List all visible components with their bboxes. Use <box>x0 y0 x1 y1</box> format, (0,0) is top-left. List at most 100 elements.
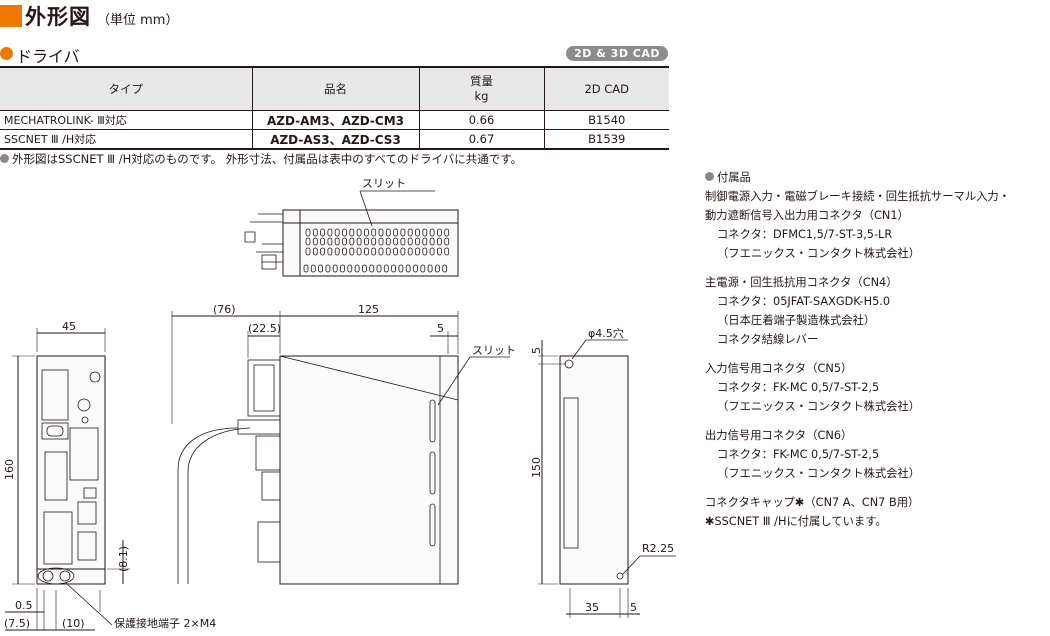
slit <box>422 228 428 237</box>
slit <box>334 237 340 246</box>
slit <box>312 228 318 237</box>
cell-model: AZD-AM3、AZD-CM3 <box>251 110 419 130</box>
side-view: (76) 125 (22.5) 5 スリット <box>171 303 516 585</box>
slit <box>327 247 333 256</box>
slit <box>356 237 362 246</box>
r-label: R2.25 <box>642 542 674 555</box>
acc-line: 入力信号用コネクタ（CN5） <box>705 362 853 375</box>
page-title: 外形図 <box>25 5 91 29</box>
section-label: ドライバ <box>16 47 80 66</box>
slit <box>371 247 377 256</box>
slit <box>415 228 420 237</box>
slit <box>320 228 326 237</box>
header-cad: 2D CAD <box>543 66 669 111</box>
accessories-bullet-icon <box>705 172 714 181</box>
slit-side-label: スリット <box>472 344 516 357</box>
slit <box>444 237 450 246</box>
slit <box>407 237 413 246</box>
cell-model: AZD-AS3、AZD-CS3 <box>251 129 419 150</box>
slit <box>325 264 331 273</box>
slit <box>385 247 391 256</box>
slit <box>327 228 333 237</box>
cell-type: SSCNET Ⅲ /H対応 <box>0 129 252 150</box>
slit <box>427 264 433 273</box>
slit <box>376 264 382 273</box>
slit <box>310 264 316 273</box>
acc-line: 動力遮断信号入出力用コネクタ（CN1） <box>705 209 909 222</box>
slit <box>393 247 399 256</box>
slit <box>444 228 450 237</box>
side-vent <box>429 503 436 547</box>
slit <box>305 237 311 246</box>
acc-line: 制御電源入力・電磁ブレーキ接続・回生抵抗サーマル入力・ <box>705 190 1011 203</box>
section-header: ドライバ 2D & 3D CAD <box>0 43 668 66</box>
slit <box>422 237 428 246</box>
unit-label: （単位 mm） <box>97 12 179 28</box>
title-marker-square <box>0 5 22 27</box>
cad-badge[interactable]: 2D & 3D CAD <box>566 46 668 61</box>
slit <box>349 228 355 237</box>
slit <box>349 237 355 246</box>
slit <box>318 264 324 273</box>
rear-view: 5 150 φ4.5穴 R2.25 35 5 <box>530 326 676 618</box>
slit <box>342 228 347 237</box>
slit <box>320 237 326 246</box>
front-view: 45 160 (8.1) 0.5 (7.5) (10) 保護接地端子 2×M4 <box>3 320 216 631</box>
slit <box>363 237 369 246</box>
dim-8-1: (8.1) <box>117 546 130 572</box>
slit <box>405 264 411 273</box>
dim-5-top: 5 <box>437 322 444 335</box>
table-row: MECHATROLINK- Ⅲ対応 AZD-AM3、AZD-CM3 0.66 B… <box>0 110 669 130</box>
header-type: タイプ <box>0 66 252 111</box>
slit <box>354 264 360 273</box>
slit <box>385 237 391 246</box>
note-line: 外形図はSSCNET Ⅲ /H対応のものです。 外形寸法、付属品は表中のすべての… <box>0 151 522 167</box>
slit <box>407 228 413 237</box>
dim-125: 125 <box>358 303 379 316</box>
slit <box>420 264 426 273</box>
slit <box>371 237 377 246</box>
accessories-title: 付属品 <box>705 168 1010 187</box>
slit <box>378 247 384 256</box>
cell-cad[interactable]: B1539 <box>543 129 669 150</box>
slit <box>436 228 442 237</box>
dim-76: (76) <box>213 303 236 316</box>
accessories-list: 付属品 制御電源入力・電磁ブレーキ接続・回生抵抗サーマル入力・ 動力遮断信号入出… <box>705 168 1010 531</box>
header-mass: 質量 kg <box>418 66 544 111</box>
table-header-row: タイプ 品名 質量 kg 2D CAD <box>0 66 669 111</box>
acc-line: 出力信号用コネクタ（CN6） <box>705 429 853 442</box>
slit <box>400 237 406 246</box>
spec-table: タイプ 品名 質量 kg 2D CAD MECHATROLINK- Ⅲ対応 AZ… <box>0 66 669 150</box>
slit <box>342 247 347 256</box>
top-view: スリット <box>244 177 459 277</box>
acc-line: 主電源・回生抵抗用コネクタ（CN4） <box>705 276 898 289</box>
slit <box>363 228 369 237</box>
slit <box>434 264 440 273</box>
dim-45: 45 <box>62 320 76 333</box>
cell-cad[interactable]: B1540 <box>543 110 669 130</box>
slit <box>305 247 311 256</box>
hole-label: φ4.5穴 <box>588 326 624 340</box>
dim-0-5: 0.5 <box>15 599 33 612</box>
slit <box>305 228 311 237</box>
acc-line: コネクタ：FK-MC 0,5/7-ST-2,5 <box>717 448 880 461</box>
dim-150: 150 <box>530 457 543 478</box>
header-mass-unit: kg <box>474 89 489 103</box>
slit <box>385 228 391 237</box>
slit <box>312 247 318 256</box>
slit <box>393 228 399 237</box>
slit <box>407 247 413 256</box>
slit <box>400 247 406 256</box>
slit <box>347 264 353 273</box>
acc-line: コネクタ：05JFAT-SAXGDK-H5.0 <box>717 295 891 308</box>
slit <box>312 237 318 246</box>
acc-line: （フエニックス・コンタクト株式会社） <box>717 400 921 413</box>
cell-mass: 0.67 <box>418 129 544 150</box>
section-bullet-icon <box>0 47 13 60</box>
acc-line: コネクタ：DFMC1,5/7-ST-3,5-LR <box>717 228 893 241</box>
dim-7-5: (7.5) <box>4 617 30 630</box>
slit <box>442 264 448 273</box>
page-title-row: 外形図 （単位 mm） <box>0 2 178 30</box>
slit <box>378 228 384 237</box>
slit-top-label: スリット <box>362 177 406 190</box>
